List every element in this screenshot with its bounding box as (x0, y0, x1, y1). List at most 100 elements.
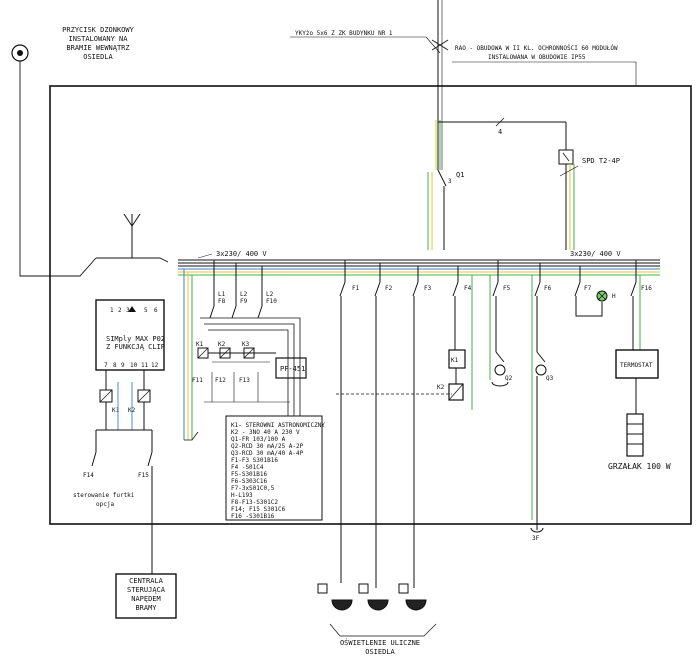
svg-text:SIMply MAX P02: SIMply MAX P02 (106, 335, 165, 343)
svg-text:OSIEDLA: OSIEDLA (83, 53, 113, 61)
svg-text:BRAMY: BRAMY (135, 604, 157, 612)
svg-text:K1: K1 (451, 357, 459, 364)
phase-protection-circuits: L1 F8 L2 F9 L2 F10 K1 K2 K3 F11 F12 (183, 260, 301, 441)
svg-text:3: 3 (448, 178, 452, 185)
q3-rcd: Q3 (535, 351, 554, 530)
svg-text:10: 10 (130, 362, 138, 369)
svg-text:K2: K2 (218, 341, 226, 348)
incoming-feeder (431, 0, 449, 170)
svg-text:F7: F7 (584, 285, 592, 292)
q1-main-switch: Q1 3 (437, 169, 464, 250)
svg-text:INSTALOWANY NA: INSTALOWANY NA (68, 35, 128, 43)
component-legend: K1- STEROWNI ASTRONOMICZNY K2 - 3NO 40 A… (225, 415, 325, 521)
svg-text:F7-3xS01C0,5: F7-3xS01C0,5 (231, 485, 275, 492)
svg-text:8: 8 (113, 362, 117, 369)
q2-rcd: Q2 (491, 351, 513, 387)
svg-text:5: 5 (144, 307, 148, 314)
pf451-relay: PF-451 (275, 357, 307, 379)
f4-breaker: F4 (452, 266, 472, 350)
svg-text:Z FUNKCJĄ CLIP: Z FUNKCJĄ CLIP (106, 343, 165, 351)
svg-text:Q2: Q2 (505, 375, 513, 382)
svg-text:F13: F13 (239, 377, 250, 384)
svg-text:F12: F12 (215, 377, 226, 384)
svg-text:L2: L2 (266, 291, 274, 298)
pe-terminal: 3F (530, 527, 544, 542)
controller-relays: K1 K2 (96, 370, 152, 431)
indicator-lamp-icon: H (596, 290, 616, 302)
svg-text:F14: F14 (83, 472, 94, 479)
svg-text:F10: F10 (266, 298, 277, 305)
svg-text:1: 1 (110, 307, 114, 314)
f2-breaker: F2 (374, 263, 393, 588)
svg-text:INSTALOWANA W OBUDOWIE IP55: INSTALOWANA W OBUDOWIE IP55 (488, 54, 586, 61)
panel-note: RAO - OBUDOWA W II KL. OCHRONNOŚCI 60 MO… (455, 45, 618, 61)
svg-text:Q3: Q3 (546, 375, 554, 382)
svg-text:F16: F16 (641, 285, 652, 292)
distribution-board-enclosure (49, 85, 692, 525)
svg-text:K1: K1 (112, 407, 120, 414)
doorbell-pushbutton-icon (11, 44, 29, 62)
bus-voltage-right: 3x230/ 400 V (570, 250, 621, 258)
f1-breaker: F1 (339, 260, 360, 583)
svg-text:SPD T2-4P: SPD T2-4P (582, 157, 620, 165)
f7-breaker: F7 (574, 266, 603, 317)
street-lamp-3 (398, 583, 427, 611)
svg-text:3F: 3F (532, 535, 540, 542)
svg-text:H: H (612, 293, 616, 300)
cable-note: YKYżo 5x6 Z ZK BUDYNKU NR 1 (295, 30, 393, 37)
pushbutton-note: PRZYCISK DZONKOWY INSTALOWANY NA BRAMIE … (62, 26, 134, 61)
svg-text:K3: K3 (242, 341, 250, 348)
svg-text:F6: F6 (544, 285, 552, 292)
svg-text:12: 12 (151, 362, 159, 369)
svg-text:PF-451: PF-451 (280, 365, 305, 373)
svg-text:OSIEDLA: OSIEDLA (365, 648, 395, 656)
svg-text:BRAMIE WEWNĄTRZ: BRAMIE WEWNĄTRZ (66, 44, 129, 52)
svg-text:OŚWIETLENIE ULICZNE: OŚWIETLENIE ULICZNE (340, 638, 420, 647)
svg-text:F14; F15 S301C6: F14; F15 S301C6 (231, 506, 286, 513)
street-lamp-2 (358, 583, 389, 611)
svg-text:F5-S301B16: F5-S301B16 (231, 471, 268, 478)
svg-text:K2: K2 (437, 384, 445, 391)
svg-text:L1: L1 (218, 291, 226, 298)
svg-text:Q2-RCD 30 mA/25 A-2P: Q2-RCD 30 mA/25 A-2P (231, 443, 304, 450)
svg-text:F1-F3 S301B16: F1-F3 S301B16 (231, 457, 278, 464)
antenna-icon (123, 213, 141, 258)
svg-text:PRZYCISK DZONKOWY: PRZYCISK DZONKOWY (62, 26, 134, 34)
svg-text:sterowanie furtki: sterowanie furtki (73, 492, 135, 499)
gate-control-center: CENTRALA STERUJĄCA NAPĘDEM BRAMY (115, 573, 177, 619)
svg-text:F9: F9 (240, 298, 248, 305)
street-lighting-label: OŚWIETLENIE ULICZNE OSIEDLA (340, 638, 420, 656)
f6-breaker: F6 (531, 263, 552, 520)
svg-text:L2: L2 (240, 291, 248, 298)
pushbutton-cable (19, 61, 97, 277)
svg-text:K1- STEROWNI ASTRONOMICZNY: K1- STEROWNI ASTRONOMICZNY (231, 422, 325, 429)
svg-text:F2: F2 (385, 285, 393, 292)
svg-text:F16 -S301B16: F16 -S301B16 (231, 513, 275, 520)
svg-text:6: 6 (154, 307, 158, 314)
svg-text:F4: F4 (464, 285, 472, 292)
svg-text:11: 11 (141, 362, 149, 369)
svg-text:Q3-RCD 30 mA/40 A-4P: Q3-RCD 30 mA/40 A-4P (231, 450, 304, 457)
svg-text:F15: F15 (138, 472, 149, 479)
busbars (178, 259, 660, 276)
svg-text:K2 - 3NO 40 A 230 V: K2 - 3NO 40 A 230 V (231, 429, 300, 436)
svg-text:GRZAŁAK 100 W: GRZAŁAK 100 W (608, 462, 671, 471)
svg-text:Q1-FR 103/100 A: Q1-FR 103/100 A (231, 436, 286, 443)
gate-control-label: sterowanie furtki opcja (73, 492, 135, 508)
svg-text:7: 7 (104, 362, 108, 369)
k2-coil: K2 (437, 383, 464, 401)
svg-text:Q1: Q1 (456, 171, 464, 179)
svg-text:TERMOSTAT: TERMOSTAT (620, 362, 653, 369)
astronomical-controller: 1 2 3 5 6 SIMply MAX P02 Z FUNKCJĄ CLIP … (95, 299, 165, 371)
svg-text:opcja: opcja (96, 501, 114, 508)
svg-text:2: 2 (118, 307, 122, 314)
thermostat: TERMOSTAT (615, 349, 659, 379)
svg-text:NAPĘDEM: NAPĘDEM (131, 595, 161, 603)
f14-fuse: F14 (83, 430, 97, 479)
street-lamp-1 (317, 583, 353, 611)
svg-text:F8-F13-S301C2: F8-F13-S301C2 (231, 499, 278, 506)
f3-breaker: F3 (412, 266, 432, 588)
svg-text:STERUJĄCA: STERUJĄCA (127, 586, 166, 594)
f15-fuse: F15 (138, 430, 153, 479)
